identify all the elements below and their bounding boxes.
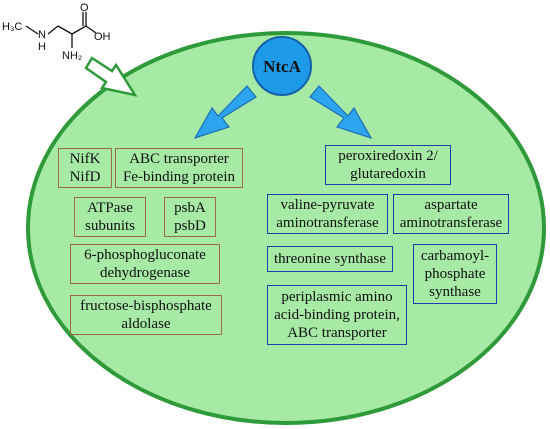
molecule-o-label: O (80, 2, 89, 14)
box-line: aldolase (121, 316, 171, 332)
box-line: NifK (69, 151, 101, 167)
box-line: Fe-binding protein (122, 169, 236, 185)
box-peroxiredoxin: peroxiredoxin 2/ glutaredoxin (325, 145, 451, 185)
box-carbamoyl-phosphate: carbamoyl- phosphate synthase (413, 244, 497, 304)
box-6-phosphogluconate: 6-phosphogluconate dehydrogenase (70, 244, 220, 284)
molecule-n-label: N (38, 29, 46, 41)
box-atpase-subunits: ATPase subunits (74, 197, 146, 237)
box-line: glutaredoxin (350, 166, 426, 182)
molecule-structure (25, 12, 97, 48)
ntca-label: NtcA (263, 57, 301, 76)
molecule-h-label: H (38, 41, 46, 53)
box-nifk-nifd: NifK NifD (58, 148, 112, 188)
box-aspartate: aspartate aminotransferase (393, 194, 509, 234)
box-line: ABC transporter (287, 325, 387, 341)
molecule-entry-arrow (84, 56, 138, 97)
box-line: NifD (69, 169, 101, 185)
box-line: phosphate (424, 266, 486, 282)
box-psba-psbd: psbA psbD (164, 197, 216, 237)
box-line: aspartate (424, 197, 478, 213)
box-line: carbamoyl- (420, 248, 490, 264)
box-line: psbD (174, 218, 206, 234)
box-line: psbA (174, 200, 206, 216)
box-line: periplasmic amino (281, 289, 393, 305)
box-line: aminotransferase (276, 215, 379, 231)
box-line: acid-binding protein, (274, 307, 400, 323)
box-line: ATPase (87, 200, 133, 216)
box-line: synthase (429, 284, 481, 300)
box-fructose-bisphosphate: fructose-bisphosphate aldolase (70, 295, 222, 335)
box-periplasmic-amino: periplasmic amino acid-binding protein, … (267, 285, 407, 345)
molecule-nh2-label: NH₂ (62, 50, 82, 62)
box-line: peroxiredoxin 2/ (338, 148, 438, 164)
box-abc-transporter-fe: ABC transporter Fe-binding protein (115, 148, 243, 188)
ntca-circle (252, 36, 312, 96)
box-line: valine-pyruvate (280, 197, 375, 213)
box-line: fructose-bisphosphate (80, 298, 212, 314)
box-threonine-synthase: threonine synthase (267, 246, 393, 272)
box-line: subunits (84, 218, 135, 234)
box-line: dehydrogenase (100, 265, 190, 281)
molecule-oh-label: OH (94, 31, 111, 43)
box-line: ABC transporter (129, 151, 229, 167)
box-line: aminotransferase (399, 215, 503, 231)
cell-ellipse (26, 31, 546, 425)
arrow-right (309, 85, 373, 140)
box-valine-pyruvate: valine-pyruvate aminotransferase (267, 194, 388, 234)
box-line: threonine synthase (273, 251, 387, 267)
molecule-h3c-label: H₃C (2, 21, 22, 33)
box-line: 6-phosphogluconate (84, 247, 206, 263)
arrow-left (193, 85, 257, 140)
